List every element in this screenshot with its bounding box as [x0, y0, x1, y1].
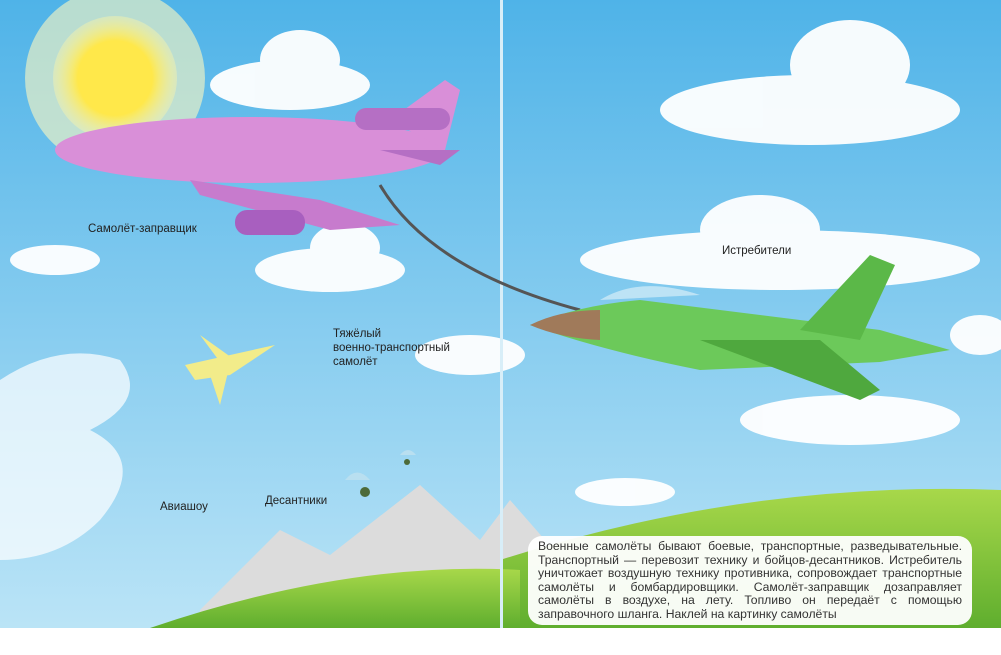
label-fighters: Истребители — [722, 245, 792, 257]
label-paratroopers: Десантники — [265, 495, 328, 507]
smoke-trail — [0, 353, 130, 560]
paratroopers — [345, 450, 416, 497]
page-fold — [500, 0, 503, 628]
label-transport-line: Тяжёлый — [333, 328, 382, 340]
fighter-jet — [530, 255, 950, 400]
label-tanker: Самолёт-заправщик — [88, 223, 197, 235]
label-transport: Тяжёлый военно-транспортный самолёт — [333, 327, 450, 369]
airshow-jet — [185, 335, 275, 405]
hill-left — [150, 568, 520, 628]
sun-icon — [53, 16, 177, 140]
refuel-hose — [378, 184, 581, 312]
label-transport-line: военно-транспортный — [333, 342, 450, 354]
label-airshow: Авиашоу — [160, 501, 208, 513]
info-text-box: Военные самолёты бывают боевые, транспор… — [528, 536, 972, 625]
page-bottom-margin — [0, 628, 1001, 655]
clouds — [10, 20, 1001, 506]
tanker-plane — [55, 80, 460, 235]
label-transport-line: самолёт — [333, 356, 378, 368]
